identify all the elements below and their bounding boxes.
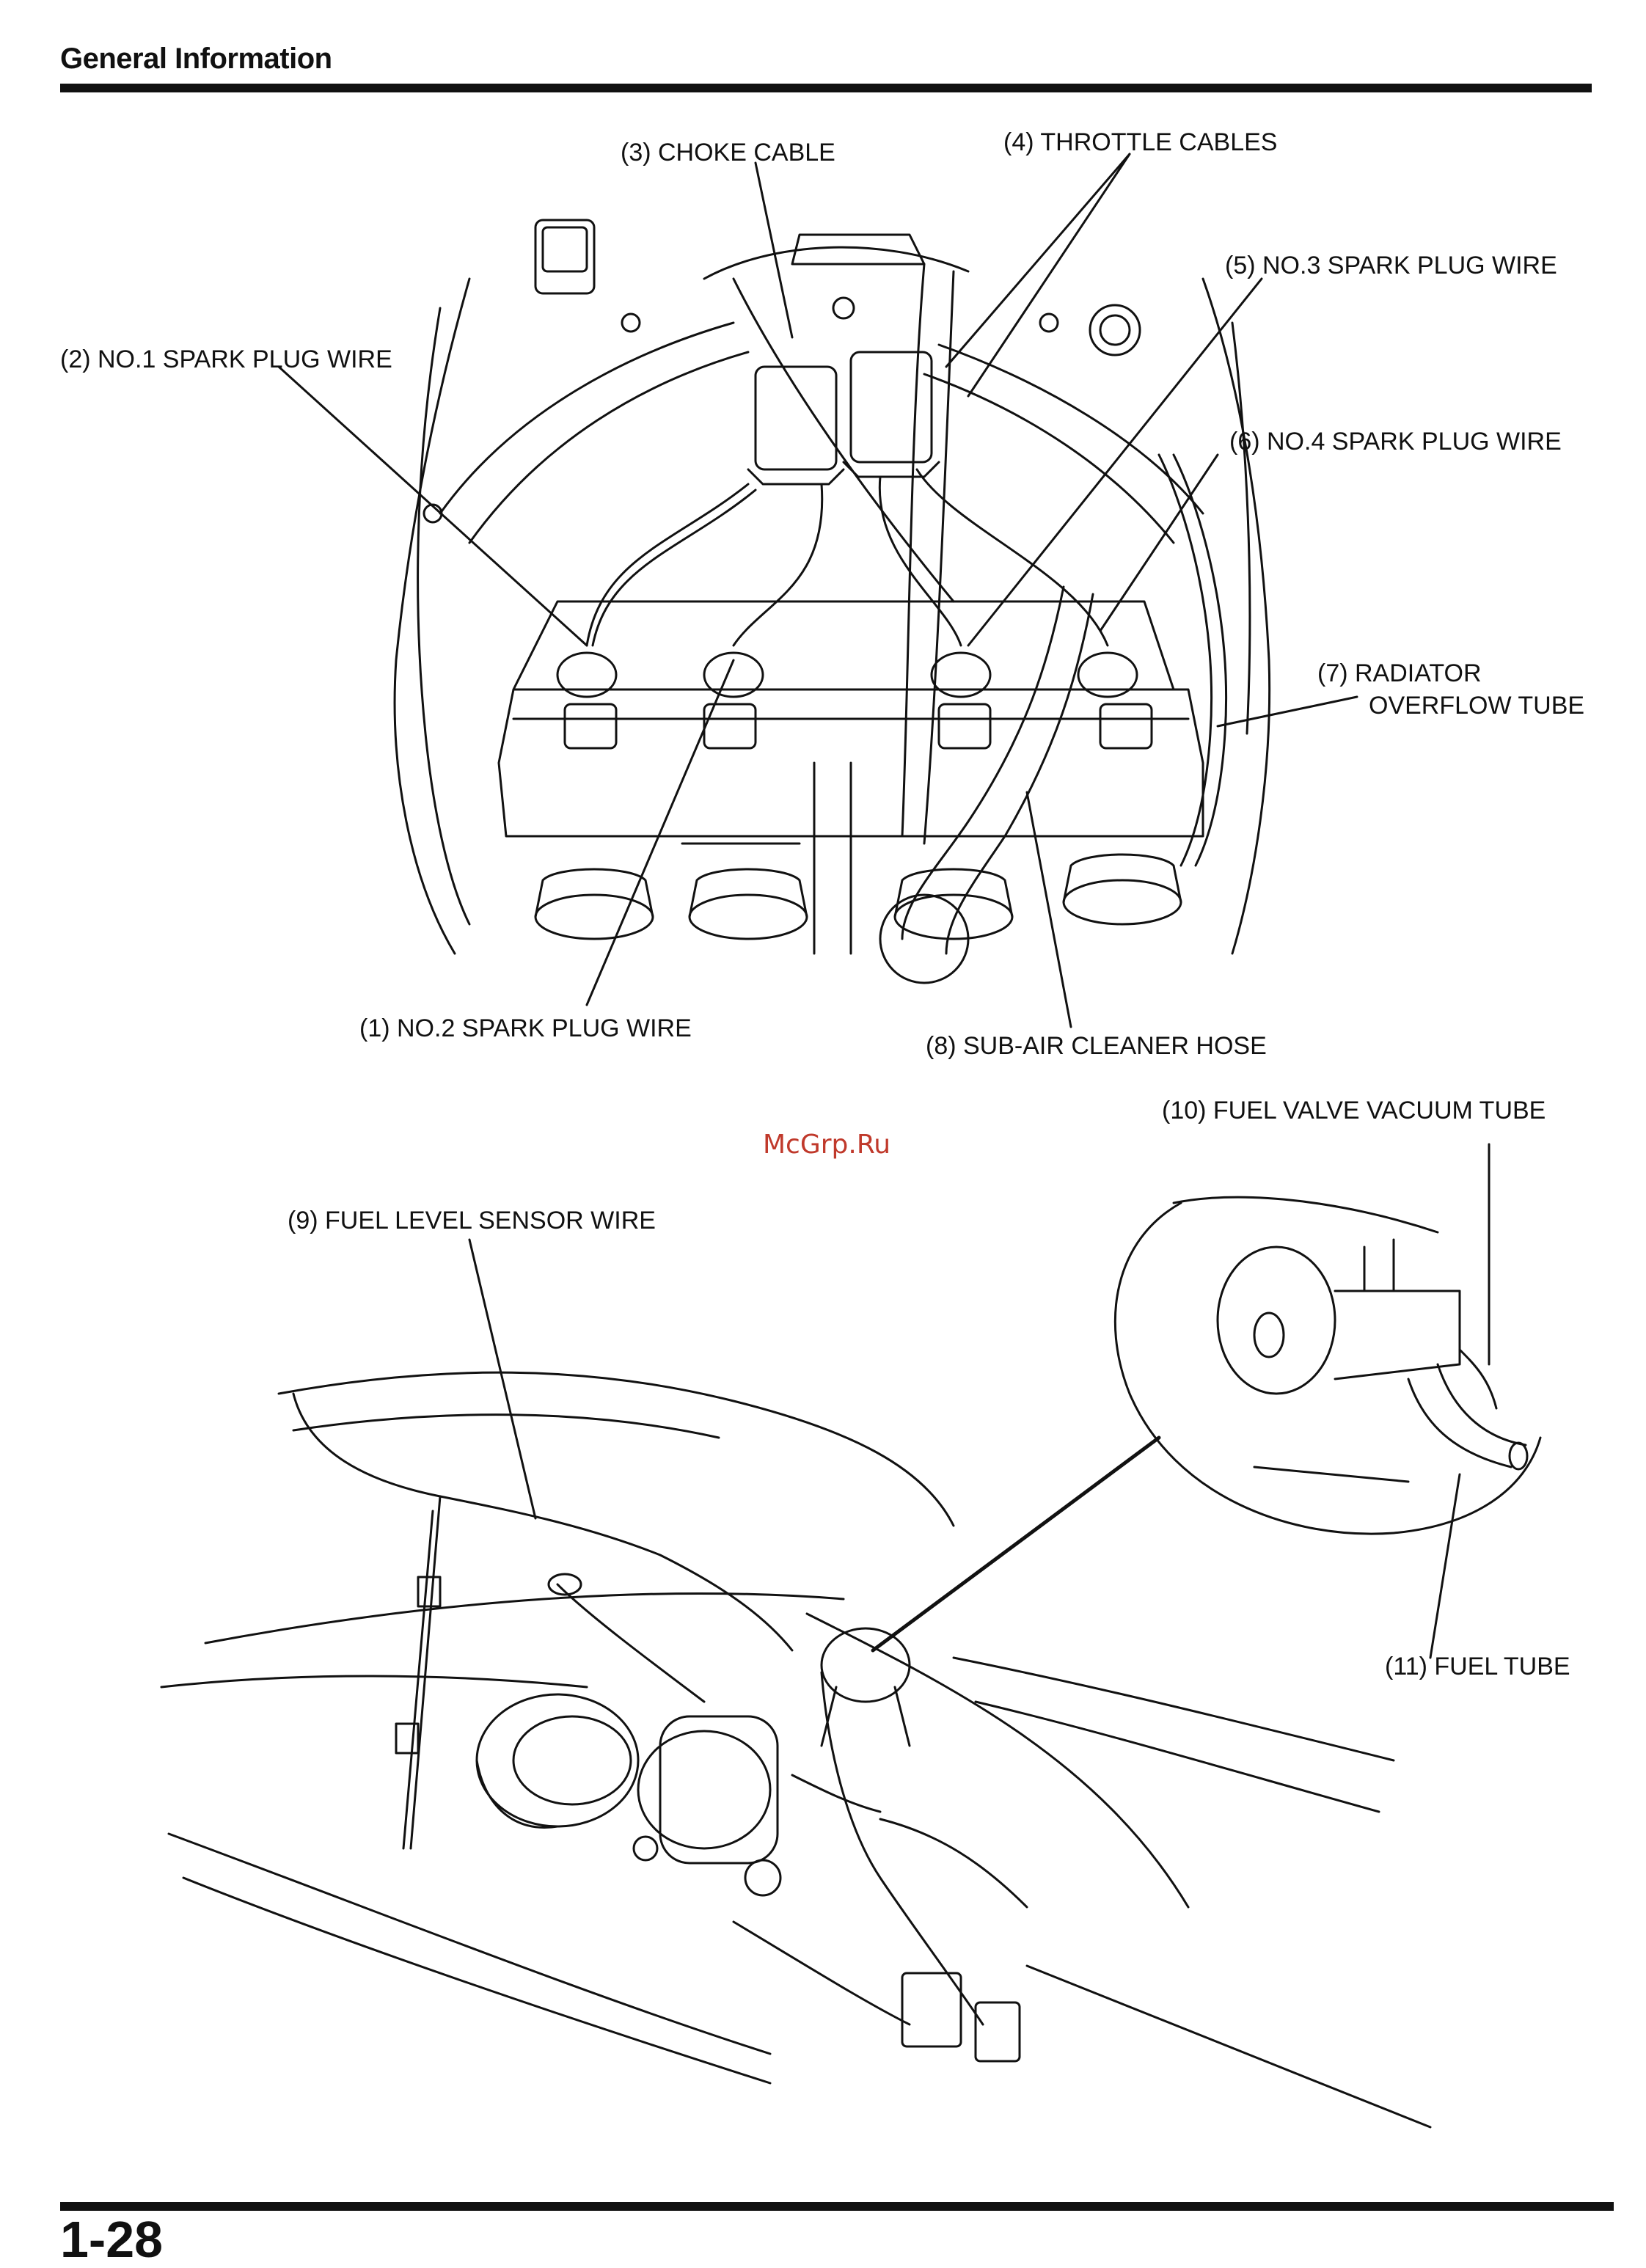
top-leader-lines: [279, 154, 1357, 1027]
label-throttle-cables: (4) THROTTLE CABLES: [1003, 126, 1277, 158]
label-fuel-tube: (11) FUEL TUBE: [1385, 1650, 1570, 1683]
page-number: 1-28: [60, 2214, 163, 2265]
fuel-valve-inset: [1115, 1197, 1540, 1534]
label-no2-spark-plug-wire: (1) NO.2 SPARK PLUG WIRE: [359, 1012, 692, 1045]
bottom-engine-drawing: [161, 1372, 1430, 2127]
label-no1-spark-plug-wire: (2) NO.1 SPARK PLUG WIRE: [60, 343, 392, 376]
label-no3-spark-plug-wire: (5) NO.3 SPARK PLUG WIRE: [1225, 249, 1557, 282]
label-sub-air-cleaner-hose: (8) SUB-AIR CLEANER HOSE: [926, 1030, 1267, 1062]
watermark: McGrp.Ru: [763, 1130, 890, 1160]
label-choke-cable: (3) CHOKE CABLE: [621, 136, 835, 169]
top-engine-drawing: [395, 220, 1270, 983]
label-fuel-level-sensor-wire: (9) FUEL LEVEL SENSOR WIRE: [288, 1204, 656, 1237]
label-no4-spark-plug-wire: (6) NO.4 SPARK PLUG WIRE: [1229, 425, 1562, 458]
label-radiator-overflow-tube: (7) RADIATOR OVERFLOW TUBE: [1317, 657, 1584, 722]
footer-rule: [60, 2202, 1614, 2211]
label-radiator-line1: (7) RADIATOR: [1317, 657, 1584, 689]
label-fuel-valve-vacuum-tube: (10) FUEL VALVE VACUUM TUBE: [1162, 1094, 1546, 1127]
label-radiator-line2: OVERFLOW TUBE: [1317, 689, 1584, 722]
